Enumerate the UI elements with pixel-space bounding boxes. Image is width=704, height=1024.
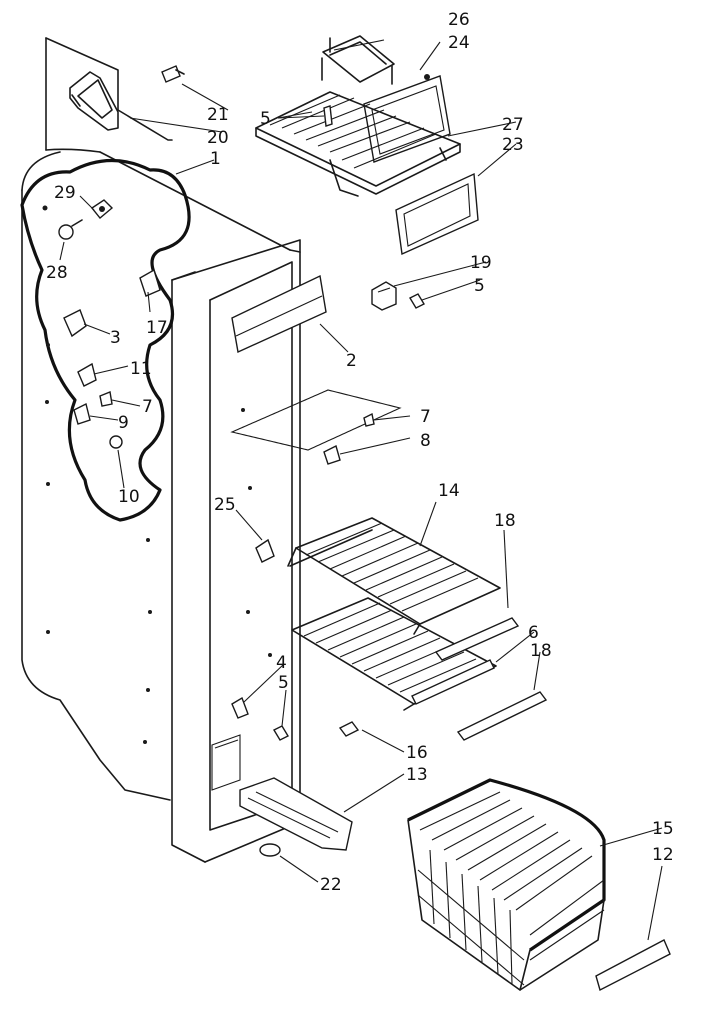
air-deflector-2 bbox=[231, 274, 327, 354]
callout-11: 11 bbox=[130, 359, 152, 379]
callout-9: 9 bbox=[118, 413, 129, 433]
freezer-cabinet bbox=[20, 37, 301, 863]
wire-shelf-upper bbox=[287, 517, 501, 635]
callout-7-right: 7 bbox=[420, 407, 431, 427]
callout-21: 21 bbox=[207, 105, 229, 125]
screw-21 bbox=[161, 65, 185, 83]
callout-10: 10 bbox=[118, 487, 140, 507]
callout-18-lower: 18 bbox=[530, 641, 552, 661]
callout-27: 27 bbox=[502, 115, 524, 135]
bracket-9 bbox=[73, 402, 91, 425]
callout-labels: 26 24 21 20 1 5 27 23 29 28 17 19 5 3 2 … bbox=[46, 10, 674, 895]
callout-5-right: 5 bbox=[474, 276, 485, 296]
screw-5-right bbox=[409, 293, 425, 309]
callout-2: 2 bbox=[346, 351, 357, 371]
callout-5-bottom: 5 bbox=[278, 673, 289, 693]
callout-20: 20 bbox=[207, 128, 229, 148]
shelf-trim-6 bbox=[411, 659, 495, 705]
switch-8 bbox=[323, 444, 341, 465]
callout-18-upper: 18 bbox=[494, 511, 516, 531]
callout-22: 22 bbox=[320, 875, 342, 895]
ice-bin-front-23 bbox=[395, 172, 479, 256]
callout-1: 1 bbox=[210, 149, 221, 169]
bracket-19 bbox=[371, 281, 397, 311]
callout-24: 24 bbox=[448, 33, 470, 53]
grille-13 bbox=[239, 777, 353, 851]
callout-8: 8 bbox=[420, 431, 431, 451]
clip-7-left bbox=[99, 391, 113, 407]
bracket-25 bbox=[255, 538, 275, 563]
callout-16: 16 bbox=[406, 743, 428, 763]
callout-25: 25 bbox=[214, 495, 236, 515]
callout-4: 4 bbox=[276, 653, 287, 673]
knob-10 bbox=[109, 435, 123, 449]
callout-12: 12 bbox=[652, 845, 674, 865]
switch-11 bbox=[77, 362, 97, 387]
callout-7-left: 7 bbox=[142, 397, 153, 417]
leader-lines bbox=[59, 39, 663, 941]
callout-28: 28 bbox=[46, 263, 68, 283]
callout-17: 17 bbox=[146, 318, 168, 338]
shelf-trim-18-upper bbox=[434, 617, 520, 661]
door-handle-part bbox=[69, 71, 119, 131]
wire-harness-outline bbox=[230, 389, 402, 451]
callout-15: 15 bbox=[652, 819, 674, 839]
light-bulb-28 bbox=[58, 219, 83, 240]
clip-7-right bbox=[363, 412, 375, 427]
clip-17 bbox=[139, 268, 161, 297]
screw-16 bbox=[338, 721, 360, 737]
callout-29: 29 bbox=[54, 183, 76, 203]
callout-3: 3 bbox=[110, 328, 121, 348]
clip-4-screw-5 bbox=[231, 696, 289, 741]
thermostat-3 bbox=[63, 309, 87, 338]
callout-6: 6 bbox=[528, 623, 539, 643]
callout-14: 14 bbox=[438, 481, 460, 501]
light-socket-29 bbox=[90, 199, 114, 219]
callout-13: 13 bbox=[406, 765, 428, 785]
callout-5-top: 5 bbox=[260, 109, 271, 129]
wire-shelf-lower bbox=[291, 597, 497, 711]
shelf-trim-18-lower bbox=[456, 691, 548, 741]
ice-tray-assembly bbox=[255, 35, 461, 197]
callout-23: 23 bbox=[502, 135, 524, 155]
callout-26: 26 bbox=[448, 10, 470, 30]
callout-19: 19 bbox=[470, 253, 492, 273]
basket-trim-12 bbox=[595, 939, 671, 992]
freezer-basket bbox=[407, 778, 606, 991]
foot-22 bbox=[259, 843, 281, 857]
